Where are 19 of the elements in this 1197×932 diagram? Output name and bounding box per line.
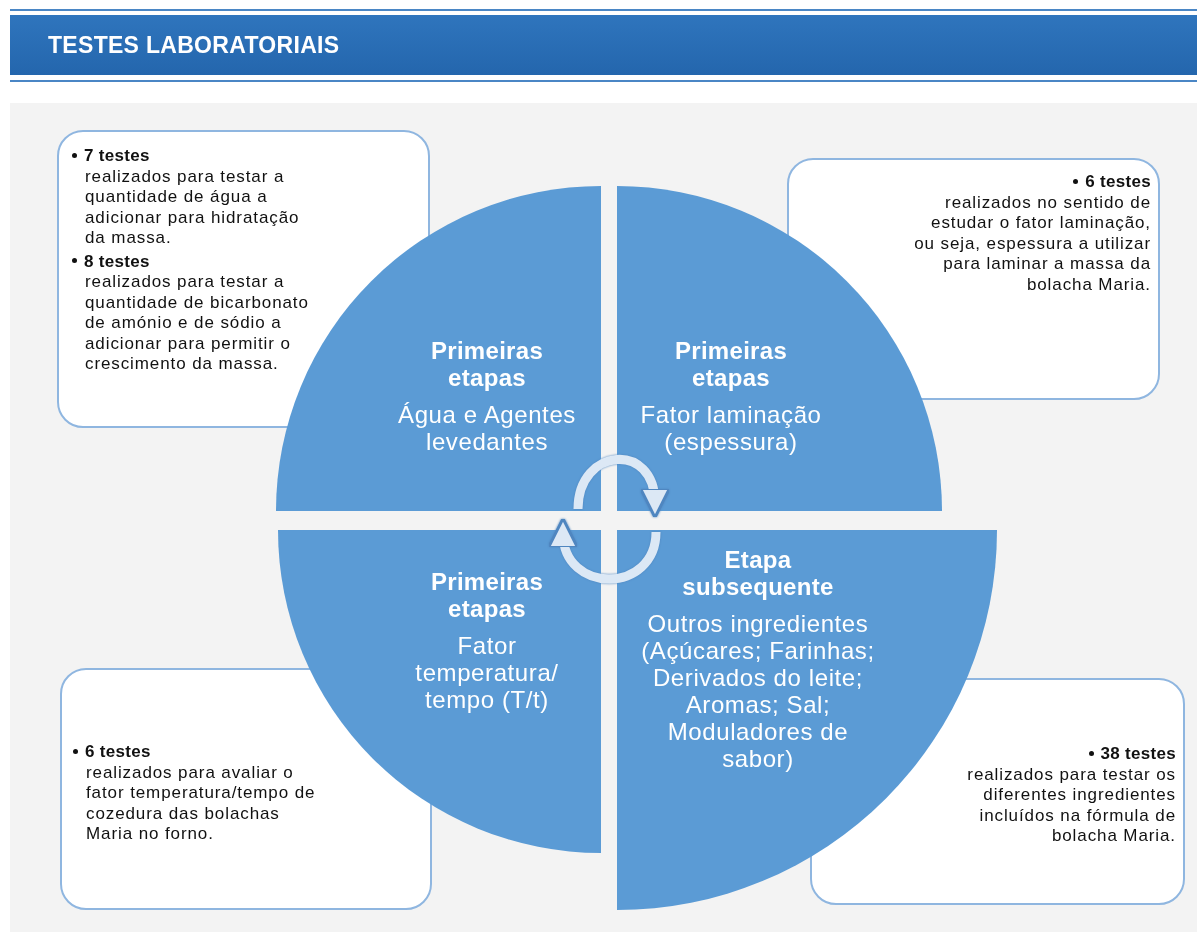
bullet-text: realizados para testar a quantidade de água a adicionar para hidratação da massa. (85, 166, 301, 249)
bullet-heading: 7 testes (84, 146, 150, 165)
segment-text: Fator temperatura/ tempo (T/t) (414, 632, 560, 713)
bullet-text: realizados para testar a quantidade de bicarbonato de amónio e de sódio a adicionar para permitir o crescimento da massa. (85, 272, 310, 375)
bullet-text: realizados no sentido de estudar o fator laminação, ou seja, espessura a utilizar para laminar a massa da bolacha Maria. (913, 192, 1151, 295)
bullet-heading: 38 testes (1100, 744, 1176, 763)
bullet-text: realizados para testar os diferentes ingredientes incluídos na fórmula de bolacha Maria. (966, 764, 1176, 847)
segment-heading: Etapa subsequente (681, 546, 835, 600)
segment-heading: Primeiras etapas (673, 337, 789, 391)
title: TESTES LABORATORIAIS (48, 31, 340, 59)
segment-heading: Primeiras etapas (429, 568, 545, 622)
segment-text: Outros ingredientes (Açúcares; Farinhas; Derivados do leite; Aromas; Sal; Moduladores de sabor) (640, 610, 876, 772)
segment-text: Fator laminação (espessura) (639, 401, 823, 455)
bullet-heading: 8 testes (84, 251, 150, 271)
segment-heading: Primeiras etapas (429, 337, 545, 391)
segment-text: Água e Agentes levedantes (397, 401, 577, 455)
bullet-heading: 6 testes (1085, 172, 1151, 191)
bullet-text: realizados para avaliar o fator temperatura/tempo de cozedura das bolachas Maria no forno. (86, 762, 317, 845)
bullet-heading: 6 testes (85, 742, 151, 761)
